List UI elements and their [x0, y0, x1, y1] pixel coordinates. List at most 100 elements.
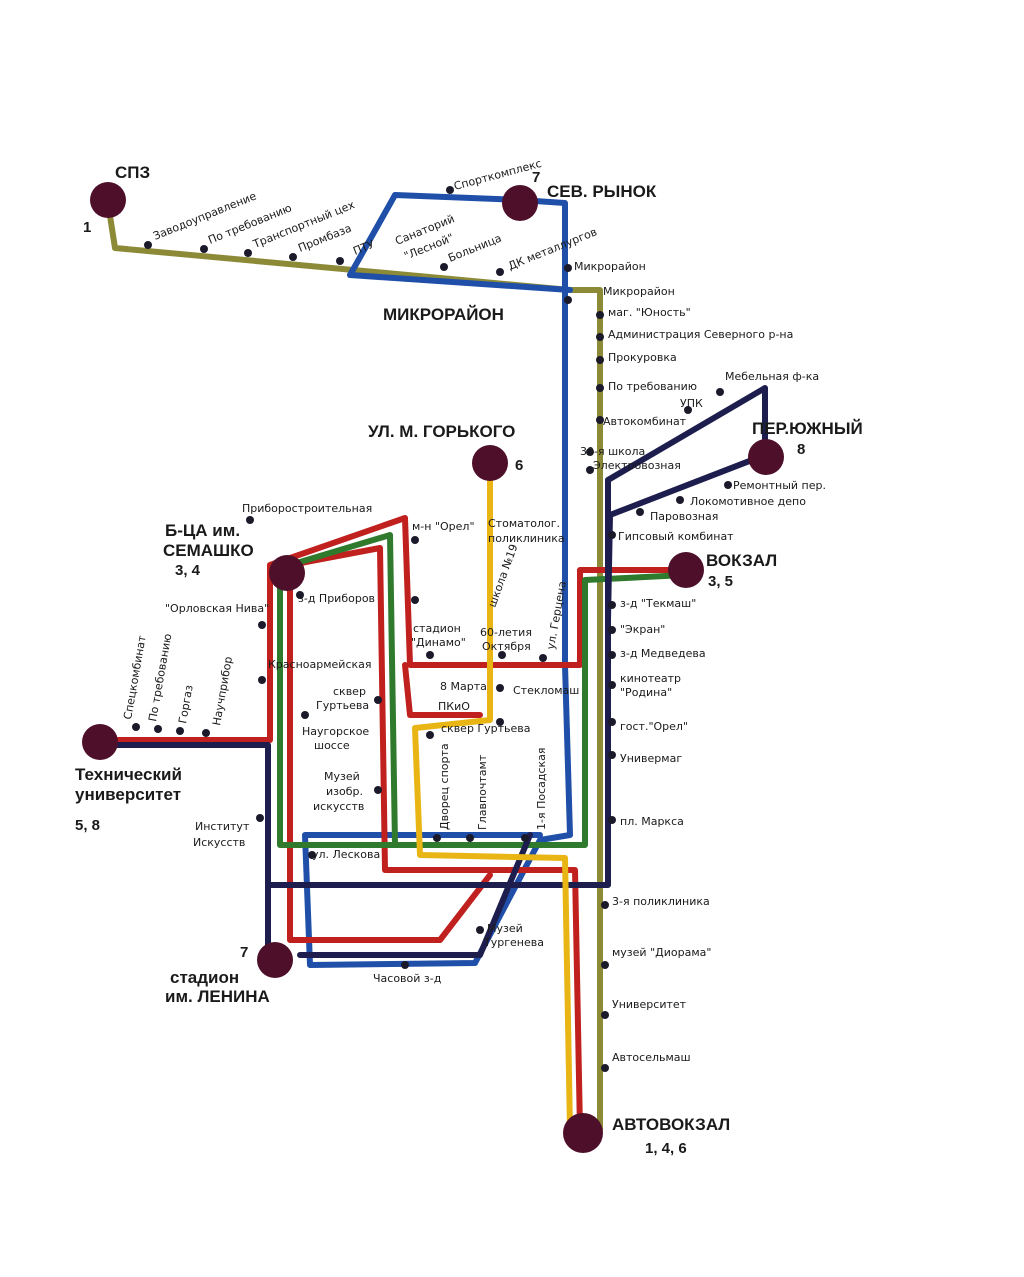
- terminal-semashko[interactable]: [269, 555, 305, 591]
- stop-dot[interactable]: [601, 1011, 609, 1019]
- route-number: 3, 5: [708, 573, 733, 590]
- stop-dot[interactable]: [596, 311, 604, 319]
- stop-label: ПКиО: [438, 700, 470, 713]
- terminal-sev-rynok[interactable]: [502, 185, 538, 221]
- stop-dot[interactable]: [608, 601, 616, 609]
- stop-dot[interactable]: [256, 814, 264, 822]
- stop-dot[interactable]: [596, 416, 604, 424]
- route-number: 6: [515, 457, 523, 474]
- stop-dot[interactable]: [433, 834, 441, 842]
- terminal-yuzhny[interactable]: [748, 439, 784, 475]
- stop-label: Наугорское: [302, 725, 369, 738]
- stop-dot[interactable]: [596, 333, 604, 341]
- route-number: 1, 4, 6: [645, 1140, 687, 1157]
- stop-dot[interactable]: [296, 591, 304, 599]
- stop-label: з-д Медведева: [620, 647, 706, 660]
- stop-dot[interactable]: [564, 296, 572, 304]
- stop-dot[interactable]: [132, 723, 140, 731]
- terminal-vokzal[interactable]: [668, 552, 704, 588]
- stop-label: м-н "Орел": [412, 520, 475, 533]
- stop-dot[interactable]: [411, 596, 419, 604]
- stop-dot[interactable]: [301, 711, 309, 719]
- stop-dot[interactable]: [716, 388, 724, 396]
- stop-dot[interactable]: [258, 676, 266, 684]
- stop-label: УПК: [680, 397, 703, 410]
- stop-dot[interactable]: [521, 834, 529, 842]
- terminal-label: ПЕР.ЮЖНЫЙ: [752, 419, 863, 438]
- stop-dot[interactable]: [636, 508, 644, 516]
- stop-dot[interactable]: [144, 241, 152, 249]
- stop-dot[interactable]: [608, 718, 616, 726]
- stop-label: Стоматолог.: [488, 517, 560, 530]
- stop-dot[interactable]: [476, 926, 484, 934]
- stop-dot[interactable]: [426, 731, 434, 739]
- stop-dot[interactable]: [586, 448, 594, 456]
- stop-label: Университет: [612, 998, 687, 1011]
- stop-label: Больница: [446, 232, 503, 265]
- stop-label: з-д Приборов: [298, 592, 375, 605]
- terminal-avtovokzal[interactable]: [563, 1113, 603, 1153]
- stop-label: Микрорайон: [603, 285, 675, 298]
- terminal-label: СПЗ: [115, 163, 150, 182]
- stop-label: Универмаг: [620, 752, 682, 765]
- stop-dot[interactable]: [586, 466, 594, 474]
- stop-dot[interactable]: [466, 834, 474, 842]
- stop-dot[interactable]: [498, 651, 506, 659]
- terminal-label: Технический: [75, 765, 182, 784]
- stop-dot[interactable]: [608, 816, 616, 824]
- stop-label: Локомотивное депо: [690, 495, 806, 508]
- stop-dot[interactable]: [336, 257, 344, 265]
- stop-dot[interactable]: [608, 651, 616, 659]
- stop-label: кинотеатр: [620, 672, 681, 685]
- stop-label: ул. Лескова: [312, 848, 380, 861]
- stop-dot[interactable]: [496, 684, 504, 692]
- stop-dot[interactable]: [608, 751, 616, 759]
- terminal-gorkogo[interactable]: [472, 445, 508, 481]
- route-line-navy: [97, 385, 768, 958]
- stop-label: искусств: [313, 800, 364, 813]
- stop-dot[interactable]: [601, 961, 609, 969]
- stop-dot[interactable]: [411, 536, 419, 544]
- stop-dot[interactable]: [244, 249, 252, 257]
- stop-dot[interactable]: [724, 481, 732, 489]
- stop-label: 3-я поликлиника: [612, 895, 710, 908]
- stop-dot[interactable]: [426, 651, 434, 659]
- stop-dot[interactable]: [601, 1064, 609, 1072]
- stop-label: "Экран": [620, 623, 665, 636]
- stop-dot[interactable]: [401, 961, 409, 969]
- stop-dot[interactable]: [676, 496, 684, 504]
- terminal-circles: [82, 182, 784, 1153]
- stop-dot[interactable]: [608, 531, 616, 539]
- stop-dot[interactable]: [539, 654, 547, 662]
- stop-dot[interactable]: [601, 901, 609, 909]
- stop-dot[interactable]: [596, 356, 604, 364]
- stop-dot[interactable]: [446, 186, 454, 194]
- terminal-tech-univ[interactable]: [82, 724, 118, 760]
- stop-dot[interactable]: [374, 696, 382, 704]
- stop-dot[interactable]: [200, 245, 208, 253]
- route-number: 1: [83, 219, 91, 236]
- stop-dot[interactable]: [496, 718, 504, 726]
- stop-dot[interactable]: [608, 626, 616, 634]
- stop-dot[interactable]: [176, 727, 184, 735]
- stop-dot[interactable]: [246, 516, 254, 524]
- terminal-spz[interactable]: [90, 182, 126, 218]
- stop-dot[interactable]: [154, 725, 162, 733]
- stop-dot[interactable]: [440, 263, 448, 271]
- stop-label: изобр.: [326, 785, 363, 798]
- stop-dot[interactable]: [289, 253, 297, 261]
- terminal-stadion[interactable]: [257, 942, 293, 978]
- stop-dot[interactable]: [496, 268, 504, 276]
- stop-dot[interactable]: [308, 851, 316, 859]
- stop-dot[interactable]: [374, 786, 382, 794]
- stop-dot[interactable]: [258, 621, 266, 629]
- stop-dot[interactable]: [596, 384, 604, 392]
- stop-label: Мебельная ф-ка: [725, 370, 819, 383]
- stop-label: Научприбор: [210, 655, 235, 726]
- stop-dot[interactable]: [202, 729, 210, 737]
- stop-dot[interactable]: [684, 406, 692, 414]
- stop-label: Музей: [324, 770, 360, 783]
- stop-dot[interactable]: [608, 681, 616, 689]
- stop-dot[interactable]: [564, 264, 572, 272]
